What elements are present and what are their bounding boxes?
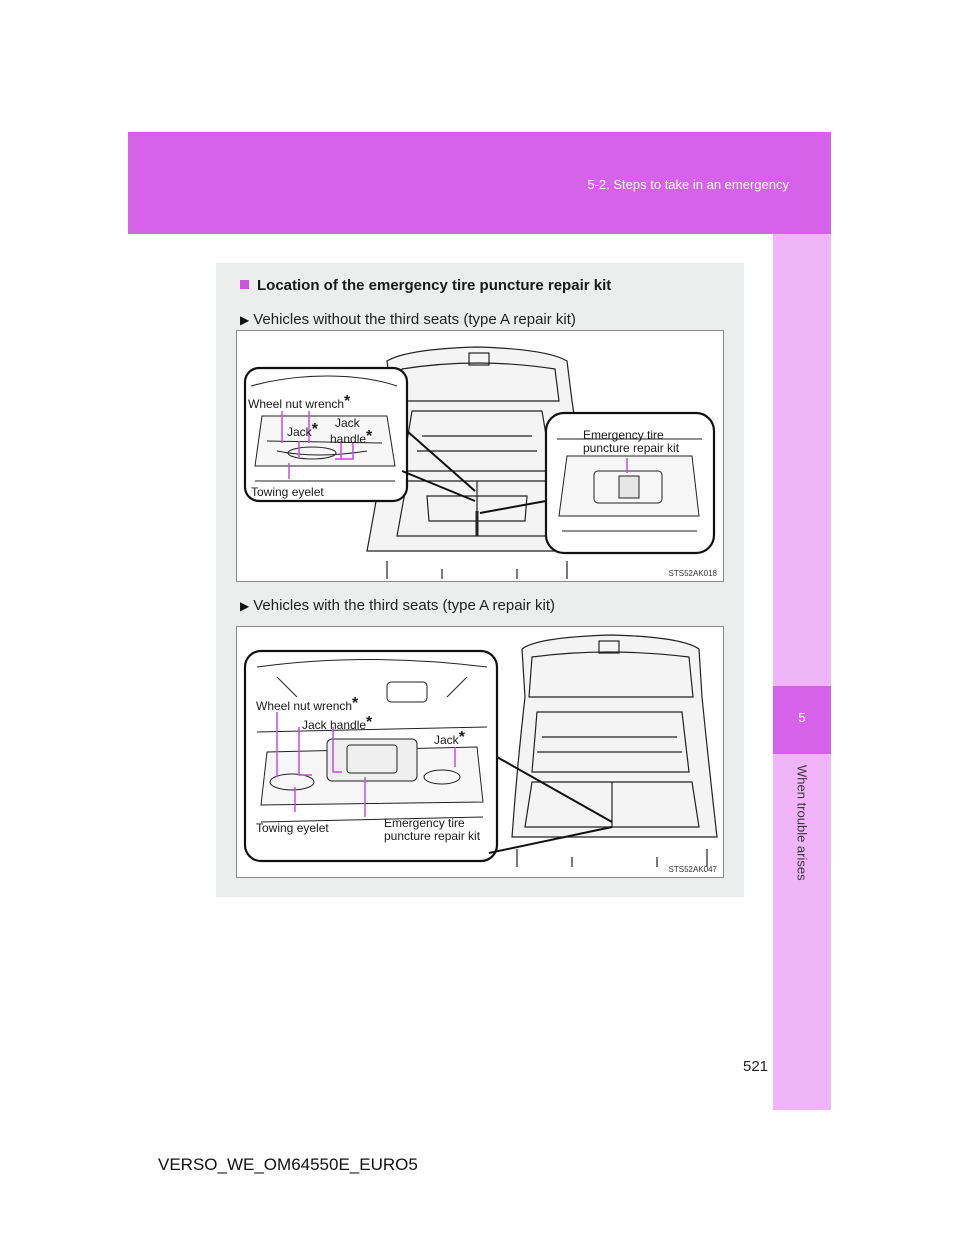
asterisk-marker: * bbox=[352, 695, 359, 712]
asterisk-marker: * bbox=[366, 714, 373, 731]
figure1-label-jack-handle-line2: handle bbox=[330, 432, 367, 446]
figure2-label-jack-handle: Jack handle* bbox=[302, 714, 373, 732]
figure1-label-towing-eyelet: Towing eyelet bbox=[251, 485, 324, 499]
figure1-label-wheel-nut-wrench: Wheel nut wrench* bbox=[248, 393, 351, 411]
figure2-label-repair-kit-line1: Emergency tire bbox=[384, 816, 465, 830]
chapter-number: 5 bbox=[798, 710, 806, 725]
figure1-caption-text: Vehicles without the third seats (type A… bbox=[253, 311, 576, 328]
square-bullet-icon bbox=[240, 280, 249, 289]
figure1-label-repair-kit-line2: puncture repair kit bbox=[583, 441, 680, 455]
chapter-title: When trouble arises bbox=[794, 765, 810, 881]
figure2-caption-text: Vehicles with the third seats (type A re… bbox=[253, 597, 556, 614]
figure2-label-repair-kit-line2: puncture repair kit bbox=[384, 829, 481, 843]
figure2-illustration: Wheel nut wrench* Jack handle* Jack* Tow… bbox=[236, 626, 724, 878]
asterisk-marker: * bbox=[458, 729, 465, 746]
triangle-bullet-icon: ▶ bbox=[240, 313, 250, 327]
figure1-label-jack-handle: Jack handle* bbox=[330, 416, 373, 446]
figure2-label-jack-handle-text: Jack handle bbox=[302, 718, 367, 732]
figure2-code: STS52AK047 bbox=[668, 865, 717, 874]
figure1-label-repair-kit-line1: Emergency tire bbox=[583, 428, 664, 442]
asterisk-marker: * bbox=[366, 428, 373, 445]
figure1-code: STS52AK018 bbox=[668, 569, 717, 578]
figure1-label-jack: Jack* bbox=[287, 421, 318, 439]
asterisk-marker: * bbox=[311, 421, 318, 438]
page-number: 521 bbox=[743, 1058, 769, 1075]
figure1-drawing bbox=[243, 346, 716, 579]
figure2-caption: ▶Vehicles with the third seats (type A r… bbox=[240, 597, 555, 614]
figure1-label-wheel-nut-wrench-text: Wheel nut wrench bbox=[248, 397, 345, 411]
figure1-caption: ▶Vehicles without the third seats (type … bbox=[240, 311, 576, 328]
figure2-label-jack-text: Jack bbox=[434, 733, 459, 747]
chapter-number-tab: 5 bbox=[773, 686, 831, 754]
figure2-label-wheel-nut-wrench-text: Wheel nut wrench bbox=[256, 699, 353, 713]
chapter-side-tab bbox=[773, 234, 831, 1110]
section-title: Location of the emergency tire puncture … bbox=[240, 277, 611, 294]
header-band: 5-2. Steps to take in an emergency bbox=[128, 132, 831, 234]
document-code: VERSO_WE_OM64550E_EURO5 bbox=[158, 1155, 418, 1174]
section-title-text: Location of the emergency tire puncture … bbox=[257, 277, 612, 294]
figure1-label-jack-text: Jack bbox=[287, 425, 312, 439]
figure2-label-wheel-nut-wrench: Wheel nut wrench* bbox=[256, 695, 359, 713]
figure2-drawing bbox=[243, 634, 718, 867]
content-panel: Location of the emergency tire puncture … bbox=[216, 263, 744, 897]
chapter-title-vertical: When trouble arises bbox=[769, 765, 835, 925]
figure1-label-jack-handle-line1: Jack bbox=[335, 416, 360, 430]
breadcrumb: 5-2. Steps to take in an emergency bbox=[587, 177, 789, 192]
triangle-bullet-icon: ▶ bbox=[240, 599, 250, 613]
figure2-label-jack: Jack* bbox=[434, 729, 465, 747]
figure2-label-towing-eyelet: Towing eyelet bbox=[256, 821, 329, 835]
asterisk-marker: * bbox=[344, 393, 351, 410]
